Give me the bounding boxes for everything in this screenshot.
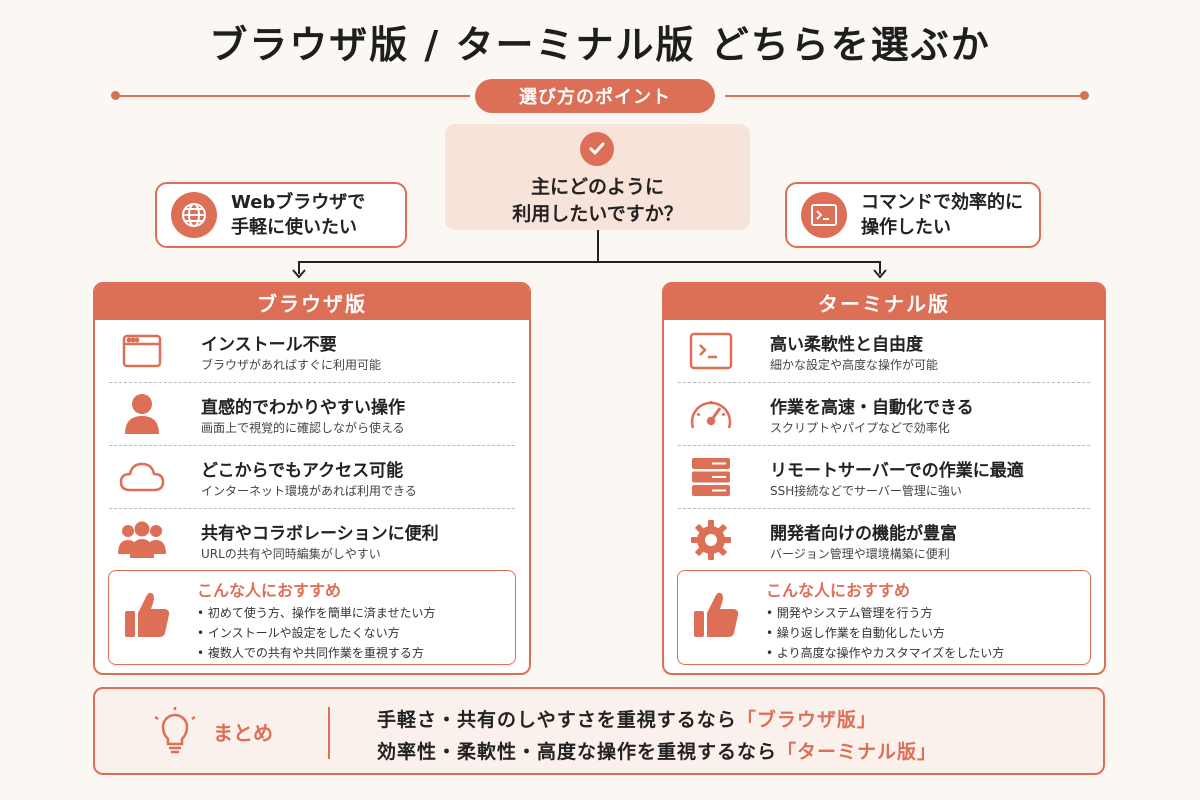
divider-dot-right	[1080, 91, 1089, 100]
recommendation-list: 開発やシステム管理を行う方 繰り返し作業を自動化したい方 より高度な操作やカスタ…	[766, 603, 1004, 663]
feature-description: バージョン管理や環境構築に便利	[770, 547, 950, 561]
feature-description: 細かな設定や高度な操作が可能	[770, 358, 939, 372]
recommendation-item: より高度な操作やカスタマイズをしたい方	[766, 643, 1004, 663]
globe-icon	[171, 192, 217, 238]
feature-title: どこからでもアクセス可能	[201, 461, 404, 481]
recommendation-box: こんな人におすすめ 初めて使う方、操作を簡単に済ませたい方 インストールや設定を…	[108, 570, 516, 665]
summary-label: まとめ	[213, 721, 273, 745]
feature-title: リモートサーバーでの作業に最適	[770, 461, 1024, 481]
summary-terminal-choice: 「ターミナル版」	[777, 741, 938, 763]
feature-title: インストール不要	[201, 335, 337, 355]
terminal-prompt-icon	[801, 192, 847, 238]
question-text: 主にどのように 利用したいですか？	[512, 176, 683, 225]
browser-need-text: Webブラウザで 手軽に使いたい	[231, 192, 366, 238]
recommendation-item: 繰り返し作業を自動化したい方	[766, 623, 1004, 643]
page-title: ブラウザ版 / ターミナル版 どちらを選ぶか	[209, 23, 991, 67]
feature-description: インターネット環境があれば利用できる	[201, 484, 417, 498]
recommendation-title: こんな人におすすめ	[197, 581, 342, 600]
terminal-icon	[686, 327, 736, 375]
summary-line-terminal: 効率性・柔軟性・高度な操作を重視するなら「ターミナル版」	[377, 737, 937, 764]
recommendation-item: 初めて使う方、操作を簡単に済ませたい方	[197, 603, 436, 623]
feature-title: 高い柔軟性と自由度	[770, 335, 923, 355]
recommendation-box: こんな人におすすめ 開発やシステム管理を行う方 繰り返し作業を自動化したい方 よ…	[677, 570, 1091, 665]
recommendation-list: 初めて使う方、操作を簡単に済ませたい方 インストールや設定をしたくない方 複数人…	[197, 603, 436, 663]
terminal-need-box: コマンドで効率的に 操作したい	[785, 182, 1041, 248]
feature-item: 作業を高速・自動化できる スクリプトやパイプなどで効率化	[678, 383, 1090, 446]
lightbulb-icon	[154, 707, 196, 761]
terminal-need-text: コマンドで効率的に 操作したい	[861, 192, 1023, 238]
speedometer-icon	[686, 390, 736, 438]
feature-item: インストール不要 ブラウザがあればすぐに利用可能	[109, 320, 515, 383]
feature-item: どこからでもアクセス可能 インターネット環境があれば利用できる	[109, 446, 515, 509]
feature-description: ブラウザがあればすぐに利用可能	[201, 358, 382, 372]
feature-title: 共有やコラボレーションに便利	[201, 524, 439, 544]
selection-point-pill: 選び方のポイント	[475, 79, 715, 113]
question-box: 主にどのように 利用したいですか？	[445, 124, 750, 230]
cloud-icon	[117, 453, 167, 501]
gear-icon	[686, 516, 736, 564]
feature-item: 高い柔軟性と自由度 細かな設定や高度な操作が可能	[678, 320, 1090, 383]
summary-terminal-condition: 効率性・柔軟性・高度な操作を重視するなら	[377, 741, 778, 763]
summary-divider	[328, 707, 330, 759]
divider-left	[115, 95, 470, 97]
feature-title: 直感的でわかりやすい操作	[201, 398, 405, 418]
connector-lines	[292, 230, 887, 279]
divider-dot-left	[111, 91, 120, 100]
feature-title: 開発者向けの機能が豊富	[770, 524, 957, 544]
feature-item: 開発者向けの機能が豊富 バージョン管理や環境構築に便利	[678, 509, 1090, 572]
feature-item: 直感的でわかりやすい操作 画面上で視覚的に確認しながら使える	[109, 383, 515, 446]
feature-description: スクリプトやパイプなどで効率化	[770, 421, 950, 435]
feature-title: 作業を高速・自動化できる	[770, 398, 974, 418]
feature-description: 画面上で視覚的に確認しながら使える	[201, 421, 405, 435]
server-icon	[686, 453, 736, 501]
browser-panel: ブラウザ版 インストール不要 ブラウザがあればすぐに利用可能 直感的でわかりやす…	[93, 282, 531, 675]
feature-item: リモートサーバーでの作業に最適 SSH接続などでサーバー管理に強い	[678, 446, 1090, 509]
summary-box: まとめ 手軽さ・共有のしやすさを重視するなら「ブラウザ版」 効率性・柔軟性・高度…	[93, 687, 1105, 775]
feature-item: 共有やコラボレーションに便利 URLの共有や同時編集がしやすい	[109, 509, 515, 572]
feature-description: URLの共有や同時編集がしやすい	[201, 547, 381, 561]
summary-browser-condition: 手軽さ・共有のしやすさを重視するなら	[377, 709, 737, 731]
feature-description: SSH接続などでサーバー管理に強い	[770, 484, 962, 498]
terminal-panel-header: ターミナル版	[664, 284, 1104, 320]
user-icon	[117, 390, 167, 438]
recommendation-item: インストールや設定をしたくない方	[197, 623, 436, 643]
summary-browser-choice: 「ブラウザ版」	[736, 709, 877, 731]
summary-line-browser: 手軽さ・共有のしやすさを重視するなら「ブラウザ版」	[377, 705, 877, 732]
browser-need-box: Webブラウザで 手軽に使いたい	[155, 182, 407, 248]
group-icon	[117, 516, 167, 564]
browser-panel-header: ブラウザ版	[95, 284, 529, 320]
thumbs-up-icon	[692, 589, 740, 641]
terminal-panel: ターミナル版 高い柔軟性と自由度 細かな設定や高度な操作が可能 作業を高速・自動…	[662, 282, 1106, 675]
browser-window-icon	[117, 327, 167, 375]
thumbs-up-icon	[123, 589, 171, 641]
check-icon	[580, 132, 614, 166]
recommendation-item: 複数人での共有や共同作業を重視する方	[197, 643, 436, 663]
recommendation-title: こんな人におすすめ	[766, 581, 911, 600]
recommendation-item: 開発やシステム管理を行う方	[766, 603, 1004, 623]
divider-right	[725, 95, 1085, 97]
